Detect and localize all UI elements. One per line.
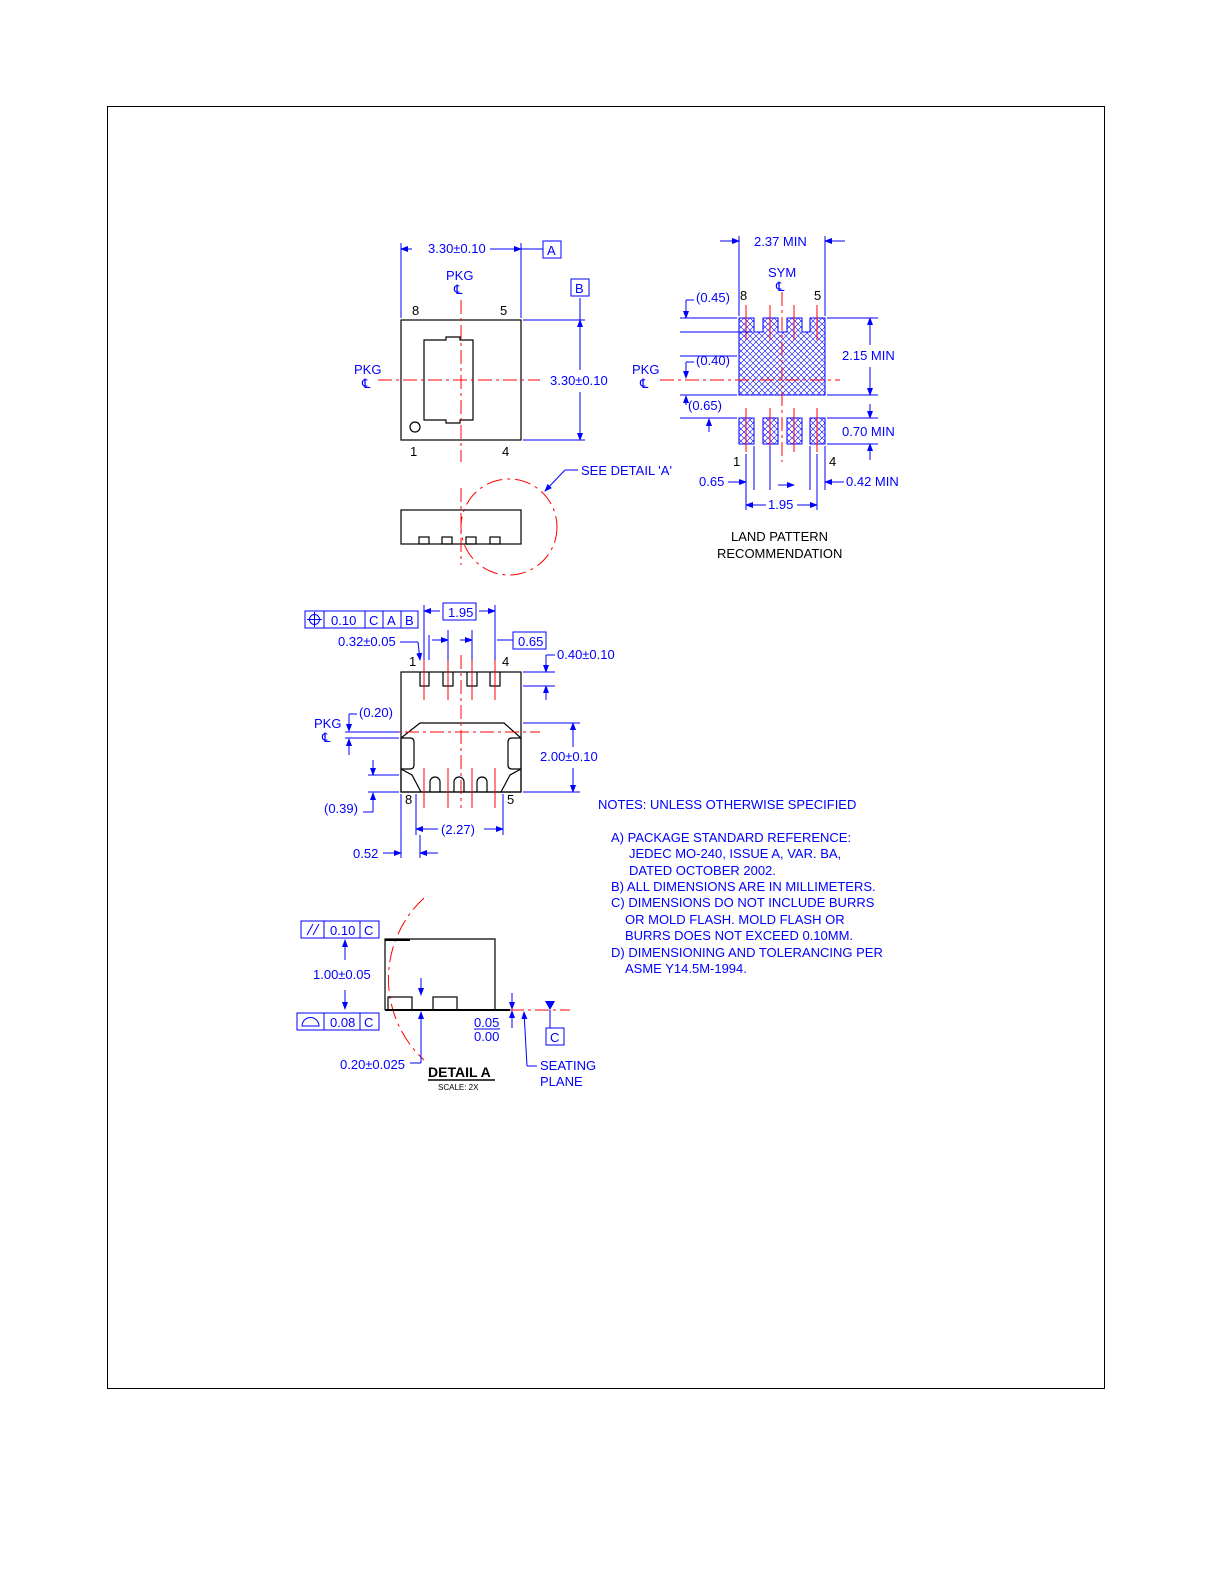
drawing-frame [107,106,1105,1389]
bottom-pin-8: 8 [405,792,412,807]
top-pkg-label-v: PKG [446,268,473,283]
land-pattern: 2.37 MIN SYM ℄ 8 5 1 4 (0.45) (0.40) PKG… [632,234,899,561]
profile-c: C [364,1015,373,1030]
pitch-basic: 0.65 [518,634,543,649]
land-dim-040: (0.40) [696,353,730,368]
top-pkg-label-h: PKG [354,362,381,377]
dim-052: 0.52 [353,846,378,861]
lead-length: 0.40±0.10 [557,647,615,662]
land-pin-8: 8 [740,288,747,303]
note-line: C) DIMENSIONS DO NOT INCLUDE BURRS [611,895,875,910]
pad-height: 2.00±0.10 [540,749,598,764]
bottom-cl-symbol: ℄ [321,730,331,745]
detail-a-title: DETAIL A [428,1064,491,1080]
see-detail-label: SEE DETAIL 'A' [581,463,672,478]
note-line: JEDEC MO-240, ISSUE A, VAR. BA, [629,846,841,861]
land-pin-5: 5 [814,288,821,303]
note-line: ASME Y14.5M-1994. [625,961,747,976]
thickness: 1.00±0.05 [313,967,371,982]
land-thermal-pad [738,317,826,396]
parallelism-icon [306,923,314,936]
land-width-min: 2.37 MIN [754,234,807,249]
parallel-c: C [364,923,373,938]
detail-a-arc [388,897,425,1061]
bottom-view: 0.10 C A B 1.95 0.32±0.05 0.65 0.40±0.10… [304,602,615,861]
land-pkg-label: PKG [632,362,659,377]
seating-line1: SEATING [540,1058,596,1073]
land-pin-4: 4 [829,454,836,469]
span-basic: 1.95 [448,605,473,620]
land-caption-2: RECOMMENDATION [717,546,842,561]
notes-block: NOTES: UNLESS OTHERWISE SPECIFIED A) PAC… [598,797,883,976]
datum-b-label: B [575,281,584,296]
land-pad-width-min: 0.42 MIN [846,474,899,489]
land-pin-1: 1 [733,454,740,469]
note-line: B) ALL DIMENSIONS ARE IN MILLIMETERS. [611,879,876,894]
side-view [400,478,558,576]
lead-thickness: 0.20±0.025 [340,1057,405,1072]
land-height-min: 2.15 MIN [842,348,895,363]
land-span: 1.95 [768,497,793,512]
fcf-a: A [387,613,396,628]
top-pin-5: 5 [500,303,507,318]
bottom-pin-1: 1 [409,654,416,669]
land-cl-symbol-h: ℄ [639,376,649,391]
top-cl-symbol-h: ℄ [361,376,371,391]
note-line: BURRS DOES NOT EXCEED 0.10MM. [625,928,853,943]
land-sym-label: SYM [768,265,796,280]
datum-c-label: C [550,1030,559,1045]
standoff-min: 0.00 [474,1029,499,1044]
land-pad-len-min: 0.70 MIN [842,424,895,439]
die-pad-outline [423,336,474,424]
top-pin-8: 8 [412,303,419,318]
dim-039: (0.39) [324,801,358,816]
note-line: A) PACKAGE STANDARD REFERENCE: [611,830,851,845]
profile-icon [301,1017,320,1027]
fcf-tol: 0.10 [331,613,356,628]
pad-width: (2.27) [441,822,475,837]
land-dim-045: (0.45) [696,290,730,305]
note-line: DATED OCTOBER 2002. [629,863,776,878]
profile-tol: 0.08 [330,1015,355,1030]
top-height-dim: 3.30±0.10 [550,373,608,388]
land-caption-1: LAND PATTERN [731,529,828,544]
fcf-b: B [405,613,414,628]
datum-a-label: A [547,243,556,258]
parallel-tol: 0.10 [330,923,355,938]
top-cl-symbol-v: ℄ [453,282,463,297]
land-cl-symbol-v: ℄ [775,279,785,294]
bottom-pkg-label: PKG [314,716,341,731]
detail-a-scale: SCALE: 2X [438,1083,479,1092]
note-line: D) DIMENSIONING AND TOLERANCING PER [611,945,883,960]
notes-heading: NOTES: UNLESS OTHERWISE SPECIFIED [598,797,856,812]
dim-020: (0.20) [359,705,393,720]
land-dim-065-paren: (0.65) [688,398,722,413]
top-pin-4: 4 [502,444,509,459]
lead-width: 0.32±0.05 [338,634,396,649]
seating-line2: PLANE [540,1074,583,1089]
top-view: 3.30±0.10 A B 3.30±0.10 PKG ℄ PKG ℄ 8 5 … [354,240,672,492]
detail-a-callout-circle [460,478,558,576]
note-line: OR MOLD FLASH. MOLD FLASH OR [625,912,845,927]
bottom-pin-5: 5 [507,792,514,807]
fcf-c: C [369,613,378,628]
position-fcf [304,610,419,629]
top-width-dim: 3.30±0.10 [428,241,486,256]
standoff-max: 0.05 [474,1015,499,1030]
detail-a: 0.10 C 1.00±0.05 0.08 C 0.20±0.025 0.05 … [296,897,596,1092]
pin1-marker [409,421,421,433]
top-pin-1: 1 [410,444,417,459]
land-pitch: 0.65 [699,474,724,489]
bottom-pin-4: 4 [502,654,509,669]
